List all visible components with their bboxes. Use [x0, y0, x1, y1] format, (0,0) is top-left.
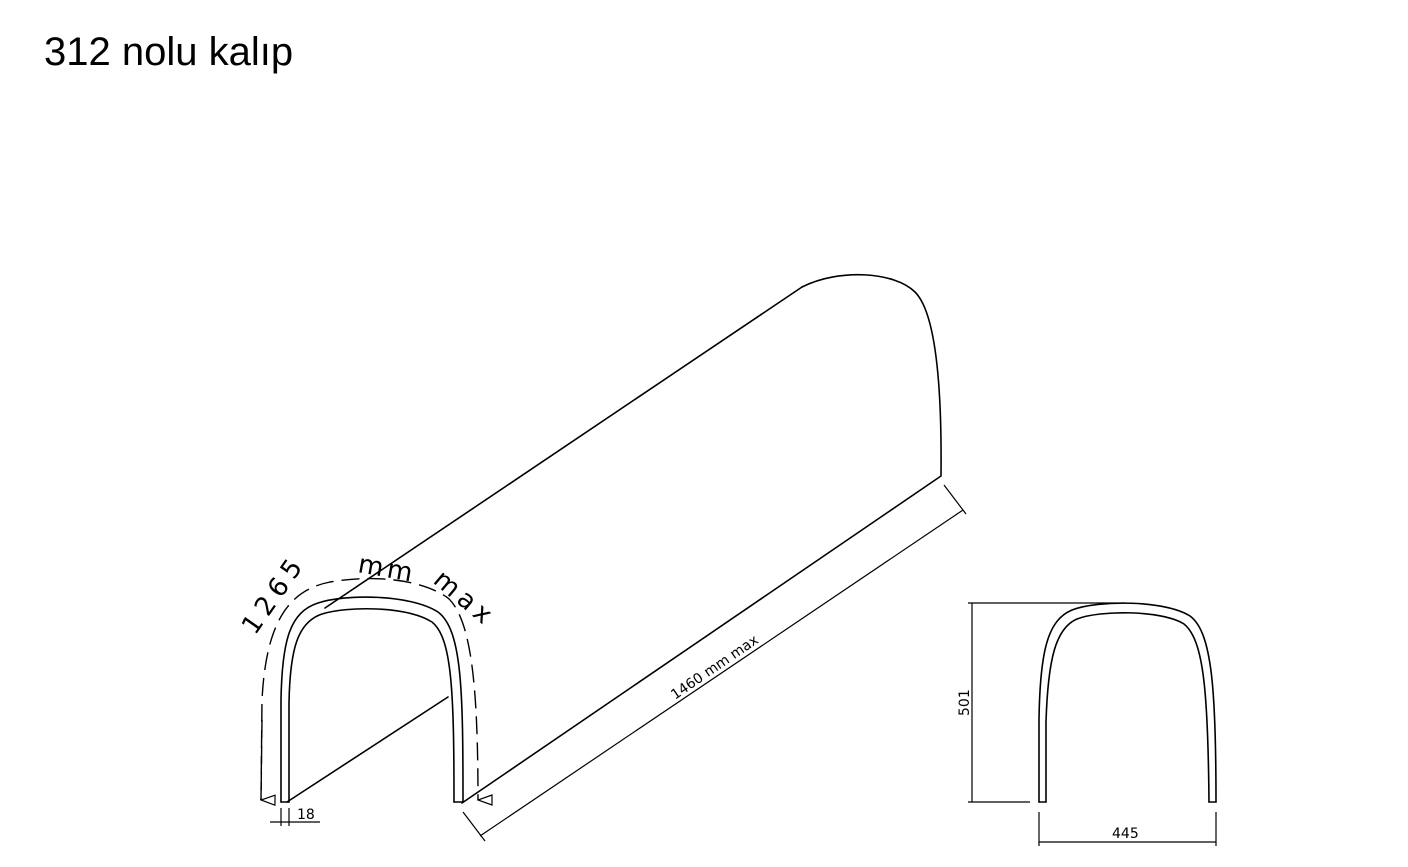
front-view-inner	[1045, 611, 1210, 803]
height-dimension: 501	[957, 602, 1125, 803]
thickness-dimension: 18	[270, 807, 320, 826]
back-arch-outline	[801, 273, 942, 476]
arc-length-dashed-line	[260, 577, 478, 800]
front-view-outer	[1038, 602, 1217, 803]
width-label: 445	[1112, 826, 1139, 842]
width-dimension: 445	[1038, 812, 1217, 846]
arc-length-dimension: 1265 mm max	[236, 549, 502, 800]
front-view-profile: 501 445	[957, 602, 1217, 846]
height-label: 501	[957, 689, 973, 716]
bottom-long-edge	[461, 475, 942, 804]
arc-length-label: 1265 mm max	[236, 549, 502, 640]
isometric-mold	[280, 273, 942, 804]
inner-long-edge	[286, 696, 449, 803]
page-title: 312 nolu kalıp	[44, 30, 294, 74]
front-arch-inner	[288, 608, 455, 803]
length-label: 1460 mm max	[668, 632, 761, 703]
arc-length-unit: mm	[356, 549, 419, 589]
arc-length-qualifier: max	[428, 564, 502, 633]
thickness-label: 18	[297, 807, 315, 823]
top-long-edge	[324, 286, 803, 609]
front-arch-outer	[280, 596, 464, 803]
length-dimension-line	[479, 509, 964, 837]
length-dimension: 1460 mm max	[462, 484, 967, 842]
